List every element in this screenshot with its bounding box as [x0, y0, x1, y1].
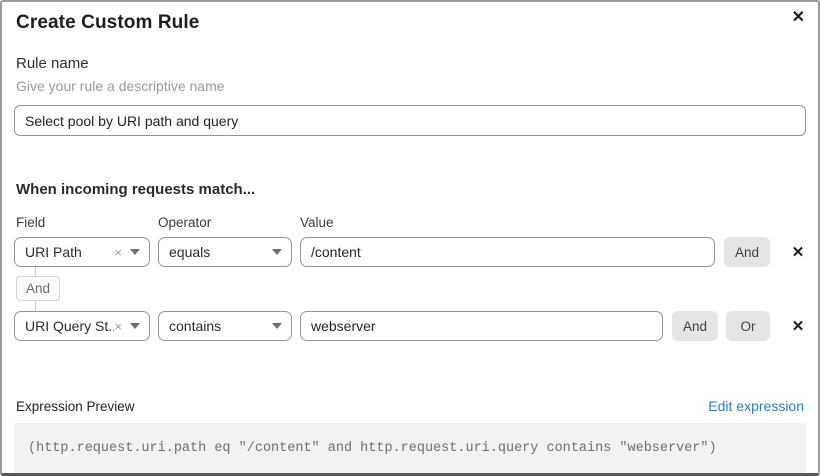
- field-select[interactable]: URI Path ×: [14, 237, 150, 267]
- field-select[interactable]: URI Query St... ×: [14, 311, 150, 341]
- rule-name-label: Rule name: [16, 55, 89, 72]
- operator-select[interactable]: contains: [158, 311, 292, 341]
- field-select-value: URI Path: [25, 244, 82, 260]
- value-column-label: Value: [300, 215, 334, 230]
- condition-connector: And: [14, 267, 806, 311]
- dialog-title: Create Custom Rule: [16, 12, 200, 33]
- add-and-condition-button[interactable]: And: [723, 237, 770, 267]
- field-select-value: URI Query St...: [25, 318, 115, 334]
- operator-select-value: equals: [169, 244, 211, 260]
- connector-and-chip: And: [16, 276, 60, 301]
- chevron-down-icon: [130, 323, 140, 329]
- expression-code-box: (http.request.uri.path eq "/content" and…: [14, 423, 806, 473]
- condition-row: URI Path × equals And ✕: [14, 237, 806, 267]
- match-section-heading: When incoming requests match...: [16, 181, 256, 198]
- expression-code: (http.request.uri.path eq "/content" and…: [28, 440, 717, 456]
- operator-select-value: contains: [169, 318, 222, 334]
- field-column-label: Field: [16, 215, 46, 230]
- value-input[interactable]: [300, 237, 715, 267]
- expression-preview-label: Expression Preview: [16, 398, 135, 414]
- rule-name-input[interactable]: [14, 105, 806, 136]
- chevron-down-icon: [272, 249, 282, 255]
- operator-select[interactable]: equals: [158, 237, 292, 267]
- clear-selection-icon[interactable]: ×: [114, 244, 122, 260]
- remove-condition-icon[interactable]: ✕: [791, 244, 805, 261]
- connector-line: [35, 267, 36, 276]
- close-icon[interactable]: ✕: [791, 9, 805, 26]
- rule-name-hint: Give your rule a descriptive name: [16, 78, 225, 94]
- column-labels: Field Operator Value: [16, 215, 806, 230]
- condition-row: URI Query St... × contains And Or ✕: [14, 311, 806, 341]
- clear-selection-icon[interactable]: ×: [114, 318, 122, 334]
- remove-condition-icon[interactable]: ✕: [791, 318, 805, 335]
- add-or-condition-button[interactable]: Or: [726, 311, 770, 341]
- connector-line: [35, 301, 36, 311]
- edit-expression-link[interactable]: Edit expression: [708, 398, 804, 414]
- value-input[interactable]: [300, 311, 663, 341]
- expression-preview-header: Expression Preview Edit expression: [16, 398, 804, 414]
- chevron-down-icon: [272, 323, 282, 329]
- add-and-condition-button[interactable]: And: [671, 311, 718, 341]
- operator-column-label: Operator: [158, 215, 212, 230]
- chevron-down-icon: [130, 249, 140, 255]
